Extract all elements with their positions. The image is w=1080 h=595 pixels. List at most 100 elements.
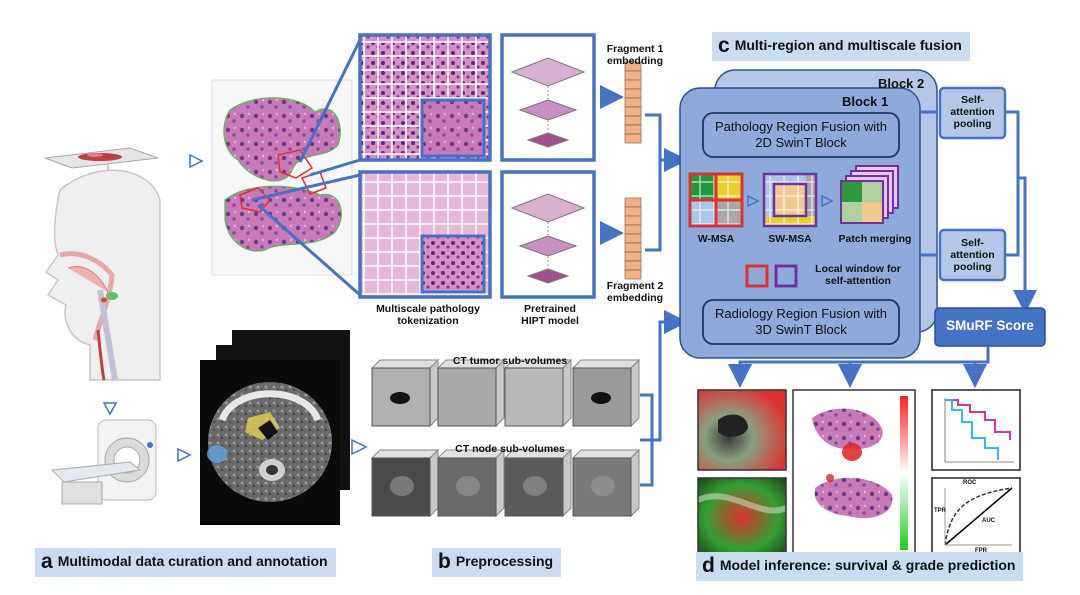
ct-subvolume-airway	[591, 392, 611, 404]
km-curve-high	[945, 399, 1011, 440]
pathology-fusion-box	[702, 112, 900, 158]
pathology-tiles-2	[358, 170, 492, 299]
fragment2-embedding-cell	[624, 215, 642, 226]
ct-subvolume-node	[523, 476, 547, 496]
swmsa-label: SW-MSA	[768, 233, 812, 245]
ct-subvolume-side	[630, 358, 640, 428]
ct-subvolume-side	[562, 358, 572, 428]
fragment2-embedding-cell	[624, 224, 642, 235]
fragment2-embedding-cell	[624, 251, 642, 262]
ct-subvolume-side	[429, 358, 439, 428]
head-anatomy-icon	[44, 169, 161, 381]
fragment2-label: Fragment 2 embedding	[606, 280, 664, 304]
ct-scan-stack	[200, 330, 350, 525]
hipt-model-stack-1	[500, 33, 596, 162]
ct-subvolume-node	[591, 476, 615, 496]
arrow-slide-to-wsi	[189, 153, 204, 169]
section-d-title: Model inference: survival & grade predic…	[719, 557, 1016, 573]
pathology-heatmap	[792, 389, 916, 557]
tissue-slide-icon	[44, 147, 159, 169]
fragment2-embedding-cell	[624, 197, 642, 208]
fragment1-embedding-cell	[624, 97, 642, 108]
block2-label: Block 2	[878, 76, 925, 91]
whole-slide-image	[211, 79, 353, 276]
fragment2-embedding-cell	[624, 206, 642, 217]
fragment1-label: Fragment 1 embedding	[606, 43, 664, 67]
ct-node-label: CT node sub-volumes	[455, 443, 565, 455]
fragment1-embedding-cell	[624, 70, 642, 81]
pool2-label: Self-attention pooling	[950, 237, 995, 273]
fragment1-embedding-cell	[624, 79, 642, 90]
patch-merging-stack	[840, 165, 899, 224]
fragment2-embedding-cell	[624, 233, 642, 244]
pathology-tiles-1	[358, 33, 492, 162]
roc-title: ROC	[963, 480, 977, 486]
ct-subvolume-side	[562, 448, 572, 518]
ct-subvolume-top	[370, 449, 440, 459]
ct-subvolume-face	[504, 367, 564, 427]
ct-subvolume-side	[429, 448, 439, 518]
wmsa-label: W-MSA	[697, 233, 735, 245]
wmsa-window-grid	[688, 172, 744, 228]
fragment1-embedding-cell	[624, 133, 642, 144]
section-b-title: Preprocessing	[455, 553, 554, 569]
radiology-heatmap-1	[697, 389, 787, 471]
section-a-title: Multimodal data curation and annotation	[57, 553, 328, 569]
smurf-score-label: SMuRF Score	[946, 318, 1034, 333]
ct-subvolume-face	[437, 367, 497, 427]
section-c-title: Multi-region and multiscale fusion	[734, 37, 962, 53]
section-c-letter: c	[718, 34, 730, 57]
roc-curve-plot	[931, 477, 1021, 557]
km-survival-plot	[931, 389, 1021, 471]
legend-red-window	[745, 264, 769, 288]
hipt-model-stack-2	[500, 170, 596, 299]
ct-subvolume-side	[495, 358, 505, 428]
fragment1-embedding-cell	[624, 88, 642, 99]
arrow-ct-to-subvolumes	[351, 438, 368, 456]
radiology-fusion-label: Radiology Region Fusion with 3D SwinT Bl…	[715, 306, 887, 337]
fragment2-embedding-cell	[624, 260, 642, 271]
fragment1-embedding-vector	[624, 61, 642, 144]
block1-label: Block 1	[842, 94, 889, 109]
arrow-scanner-to-ct	[177, 447, 192, 463]
arrow-head-to-scanner	[102, 402, 118, 416]
fragment2-embedding-vector	[624, 197, 642, 280]
patch-merging-label: Patch merging	[838, 233, 912, 245]
ct-subvolume-side	[495, 448, 505, 518]
fragment1-embedding-cell	[624, 124, 642, 135]
section-b-letter: b	[438, 550, 451, 573]
fragment1-embedding-cell	[624, 106, 642, 117]
ct-subvolumes-grid	[370, 358, 641, 518]
fragment1-embedding-cell	[624, 115, 642, 126]
pool1-label: Self-attention pooling	[950, 94, 995, 130]
legend-purple-window	[774, 264, 798, 288]
ct-subvolume-top	[370, 359, 440, 369]
pathology-fusion-label: Pathology Region Fusion with 2D SwinT Bl…	[715, 119, 887, 150]
fragment2-embedding-cell	[624, 242, 642, 253]
fragment2-embedding-cell	[624, 269, 642, 280]
ct-subvolume-side	[630, 448, 640, 518]
smurf-score-box	[934, 307, 1046, 347]
swmsa-window-grid	[762, 172, 818, 228]
radiology-fusion-box	[702, 299, 900, 345]
ct-subvolume-node	[456, 476, 480, 496]
roc-xlabel: FPR	[975, 548, 987, 554]
km-curve-low	[945, 399, 999, 460]
local-window-label: Local window for self-attention	[815, 263, 901, 287]
radiology-heatmap-2	[696, 477, 788, 557]
roc-ylabel: TPR	[934, 508, 946, 514]
section-a-letter: a	[41, 550, 53, 573]
ct-subvolume-airway	[390, 392, 410, 404]
ct-subvolume-node	[390, 476, 414, 496]
ct-tumor-label: CT tumor sub-volumes	[452, 355, 568, 367]
ct-scanner-icon	[50, 419, 157, 505]
roc-area-label: AUC	[982, 518, 995, 524]
section-d-letter: d	[702, 554, 715, 577]
hipt-model-label: Pretrained HIPT model	[521, 303, 579, 327]
